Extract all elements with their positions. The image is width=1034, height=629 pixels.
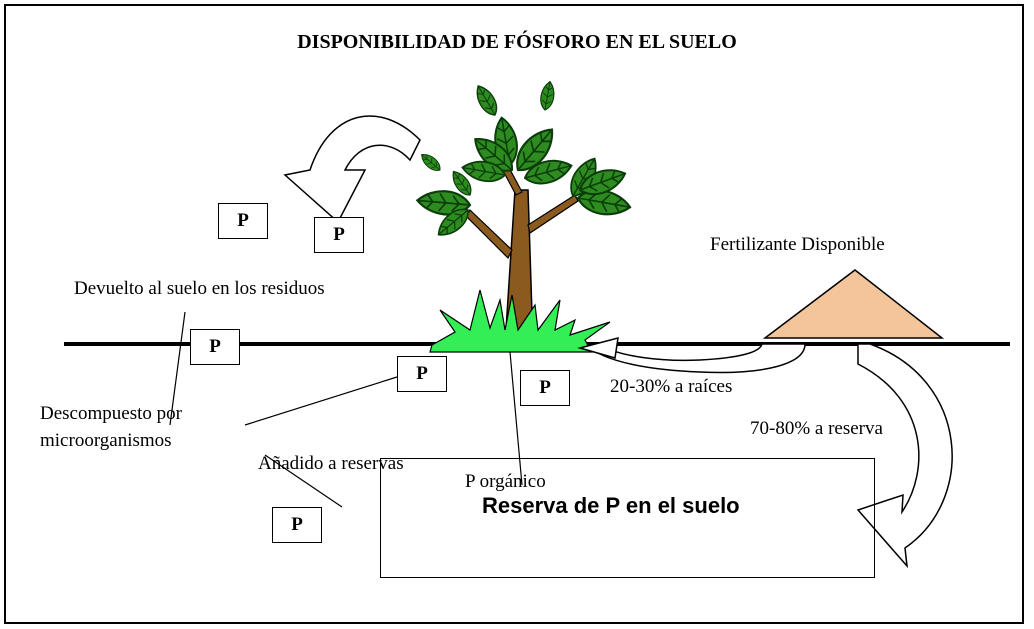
return-arrow: [283, 115, 421, 224]
soil-reserve-label: Reserva de P en el suelo: [482, 493, 740, 518]
diagram-title: DISPONIBILIDAD DE FÓSFORO EN EL SUELO: [297, 31, 737, 53]
fertilizer-pile: [762, 269, 945, 339]
roots-arrow: [586, 343, 806, 374]
grass: [429, 289, 611, 353]
label-decomposed-2: microorganismos: [40, 430, 172, 451]
label-decomposed-1: Descompuesto por: [40, 403, 182, 424]
tree-branch-right: [527, 194, 579, 234]
p-box-decomposed: P: [397, 356, 447, 392]
p-box-ground: P: [190, 329, 240, 365]
label-to-reserve: 70-80% a reserva: [750, 418, 883, 439]
reserve-arrow: [856, 343, 953, 569]
label-returned: Devuelto al suelo en los residuos: [74, 278, 325, 299]
leader-added: [264, 454, 343, 508]
soil-reserve-box: [380, 458, 875, 578]
p-box-leaf-1: P: [218, 203, 268, 239]
label-added: Añadido a reservas: [258, 453, 404, 474]
p-box-organic: P: [520, 370, 570, 406]
label-organic-p: P orgánico: [465, 471, 546, 492]
p-box-leaf-2: P: [314, 217, 364, 253]
label-to-roots: 20-30% a raíces: [610, 376, 733, 397]
tree-branch-left: [465, 209, 513, 260]
leader-returned: [169, 311, 186, 426]
leader-organic: [509, 351, 523, 486]
leader-decomposed: [244, 376, 398, 426]
p-box-added: P: [272, 507, 322, 543]
label-fertilizer: Fertilizante Disponible: [710, 234, 885, 255]
roots-arrow-head: [577, 336, 619, 359]
